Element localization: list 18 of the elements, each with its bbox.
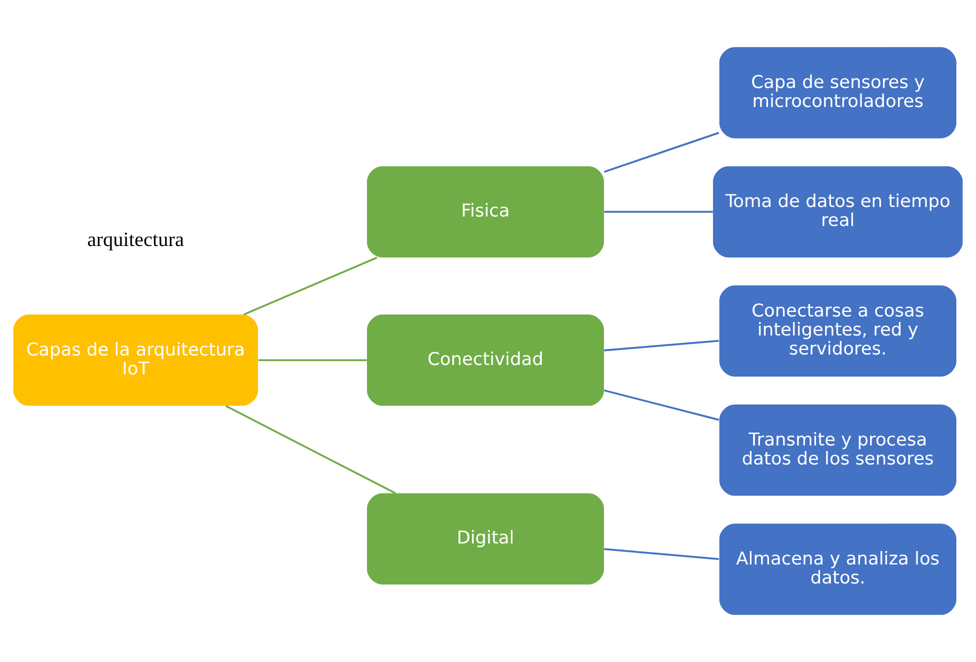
- node-box: Digital: [366, 493, 604, 584]
- connector: [258, 359, 367, 362]
- connector: [604, 132, 720, 173]
- connector: [225, 405, 396, 494]
- node-box: Capas de la arquitectura IoT: [13, 314, 258, 406]
- connector: [604, 389, 720, 421]
- node-box: Conectarse a cosas inteligentes, red y servidores.: [719, 285, 956, 377]
- connector: [244, 256, 378, 316]
- node-box: Fisica: [366, 166, 604, 258]
- label: arquitectura: [87, 228, 184, 251]
- node-box: Conectividad: [366, 314, 604, 406]
- node-box: Almacena y analiza los datos.: [719, 524, 956, 615]
- connector: [604, 548, 719, 560]
- node-box: Transmite y procesa datos de los sensores: [719, 404, 956, 496]
- connector: [604, 340, 719, 352]
- node-box: Capa de sensores y microcontroladores: [719, 47, 956, 138]
- node-box: Toma de datos en tiempo real: [713, 166, 963, 258]
- connector: [604, 210, 713, 213]
